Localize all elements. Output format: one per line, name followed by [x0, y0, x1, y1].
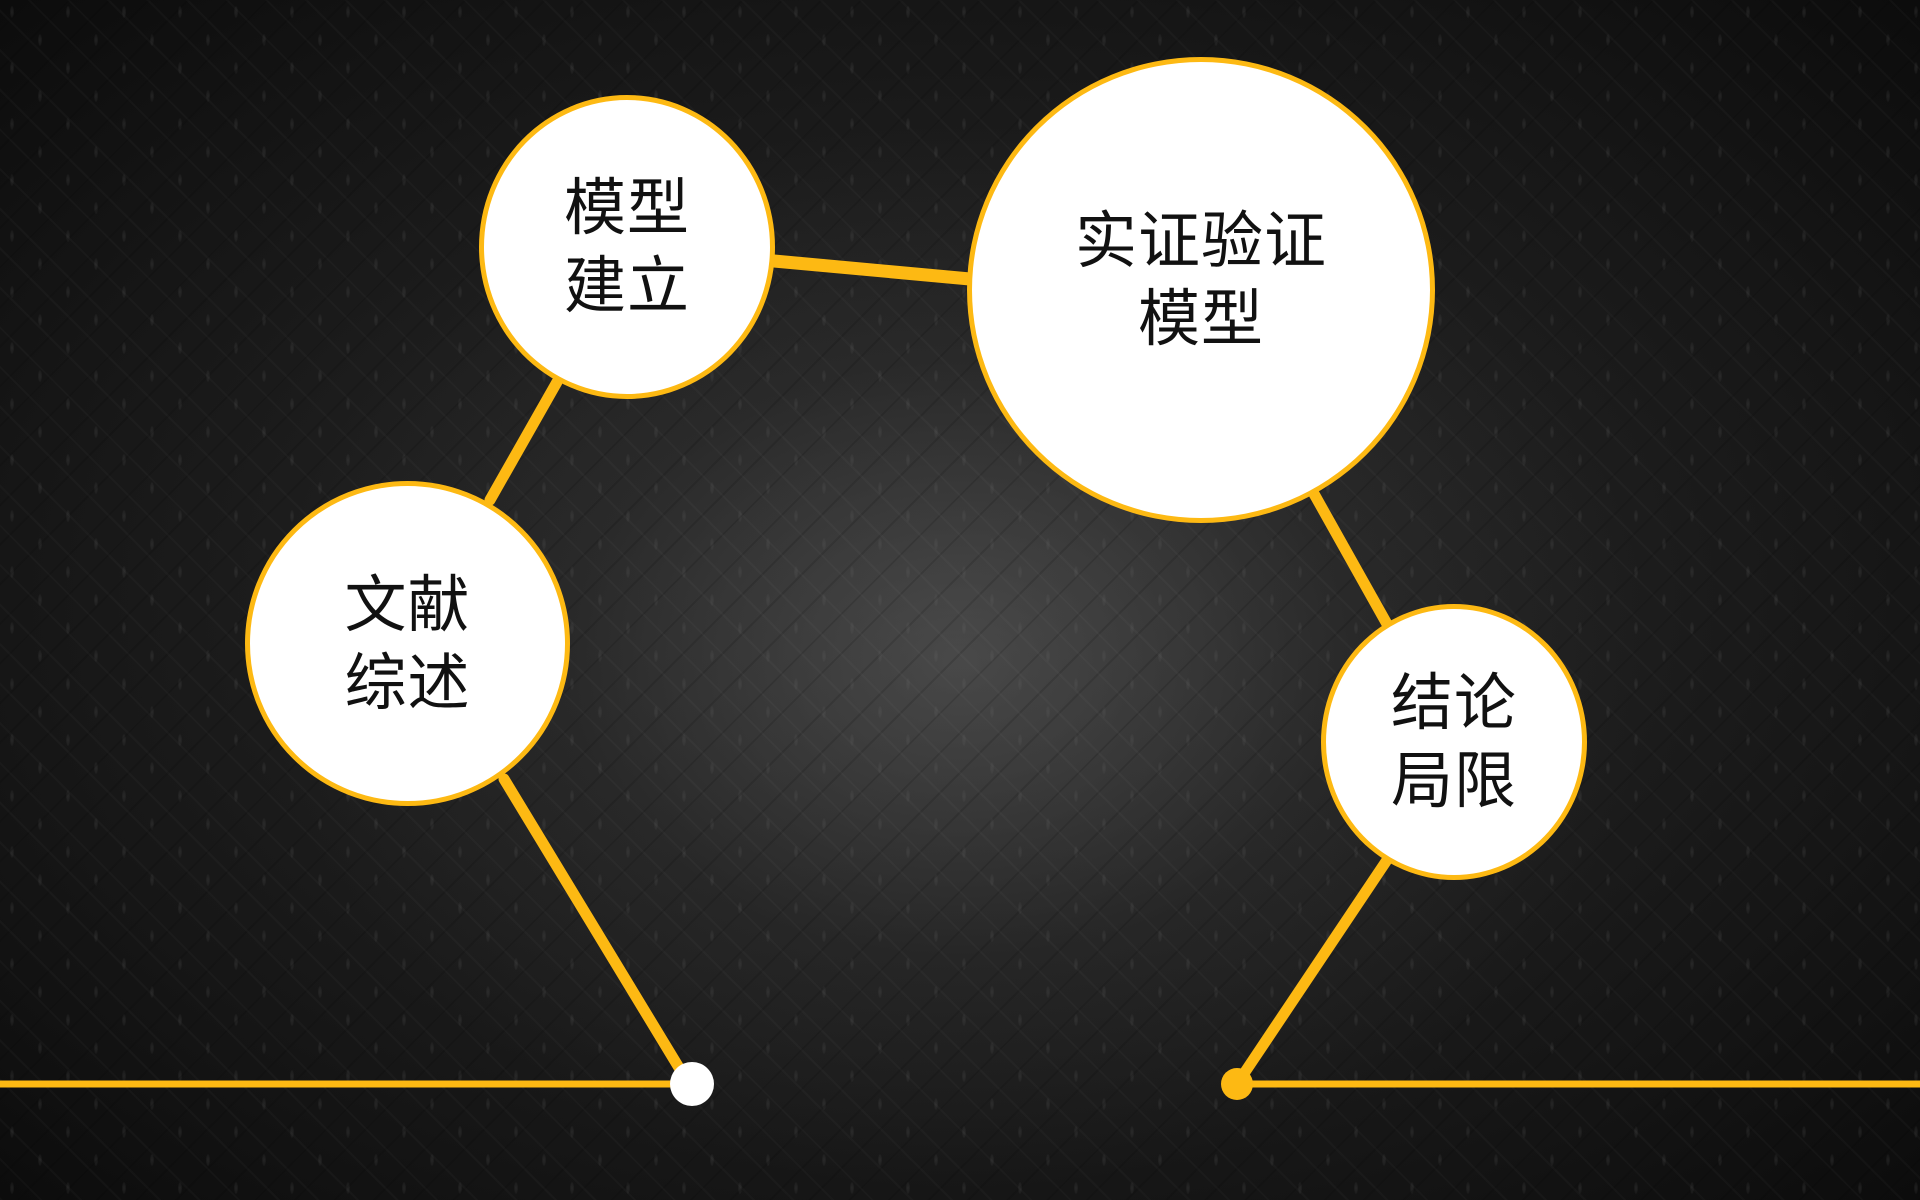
node-label-line-1: 文献 — [344, 567, 471, 641]
connector-conclusion-to-end — [1237, 854, 1393, 1081]
node-conclusion-limitations: 结论 局限 — [1321, 604, 1587, 880]
connector-empirical-to-conclusion — [1307, 486, 1393, 630]
node-literature-review: 文献 综述 — [245, 481, 570, 806]
node-model-building: 模型 建立 — [479, 95, 775, 399]
connector-model-to-empirical — [767, 254, 977, 286]
node-label-line-1: 模型 — [563, 171, 690, 244]
node-label-line-2: 建立 — [563, 249, 690, 322]
start-dot — [670, 1062, 714, 1106]
node-empirical-validation: 实证验证 模型 — [967, 57, 1435, 523]
node-label-line-2: 模型 — [1137, 282, 1264, 355]
node-label-line-1: 实证验证 — [1074, 204, 1327, 277]
connector-literature-to-model — [484, 376, 563, 506]
node-label-line-2: 局限 — [1390, 744, 1517, 817]
connector-start-to-literature — [498, 773, 687, 1077]
node-label-line-1: 结论 — [1390, 666, 1517, 739]
node-label-line-2: 综述 — [344, 645, 471, 719]
end-dot — [1221, 1068, 1253, 1100]
